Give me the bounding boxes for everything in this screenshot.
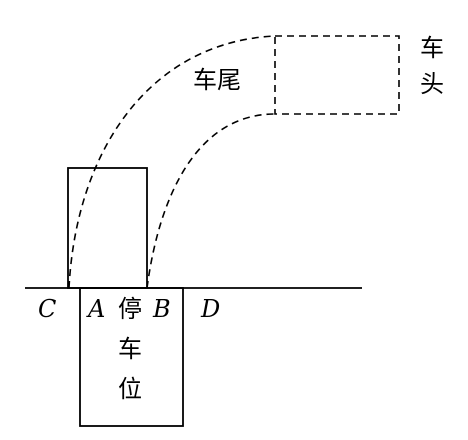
car-rear-label: 车尾 [193, 66, 241, 94]
label-c: C [38, 295, 56, 323]
inner-trajectory-arc [146, 113, 276, 289]
label-a: A [86, 295, 105, 323]
car-front-label-1: 车 [420, 34, 444, 62]
car-start-position [67, 167, 148, 289]
outer-trajectory-arc [68, 35, 276, 289]
car-front-label-2: 头 [420, 70, 444, 98]
label-b: B [152, 295, 171, 323]
parking-label-2: 车 [118, 335, 142, 363]
label-d: D [200, 295, 220, 323]
parking-label-3: 位 [118, 375, 142, 403]
parking-label-1: 停 [118, 295, 142, 323]
car-end-position [274, 35, 400, 115]
